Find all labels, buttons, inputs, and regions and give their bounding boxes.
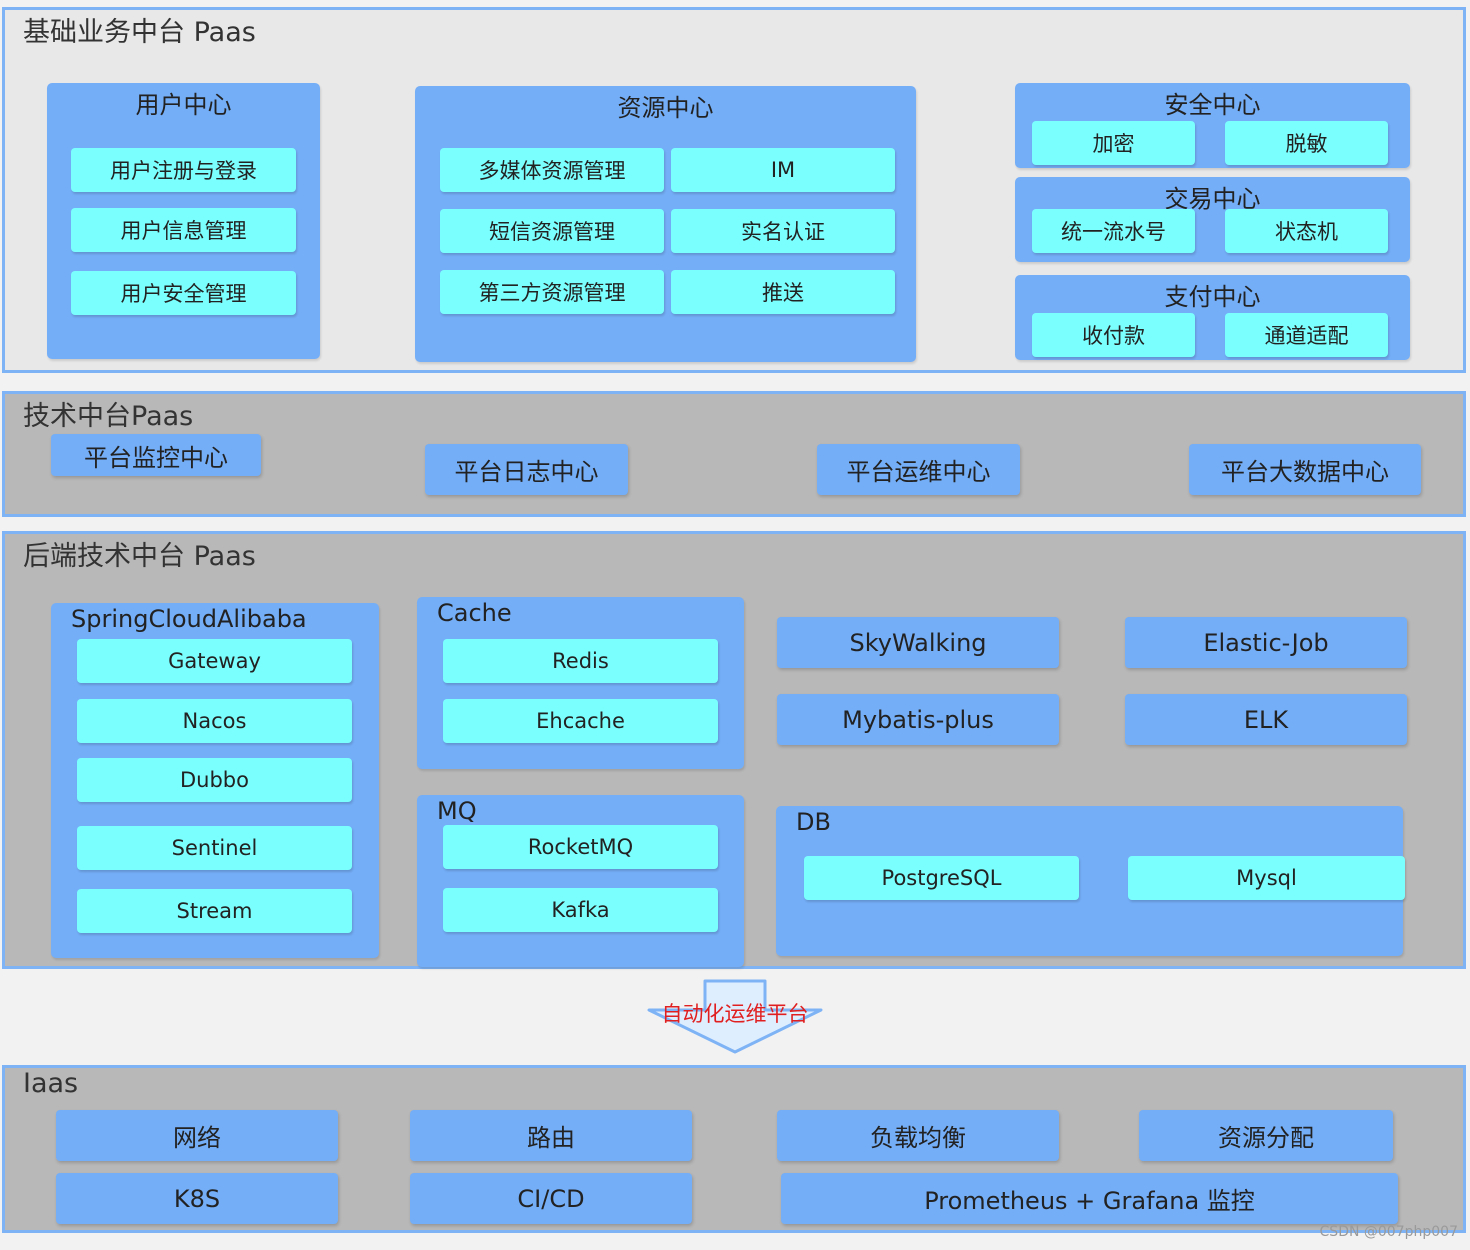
routing-item: 路由 — [410, 1110, 692, 1161]
payment-center-title: 支付中心 — [1164, 283, 1261, 311]
cache-title: Cache — [437, 599, 512, 627]
ehcache-item: Ehcache — [443, 699, 718, 743]
cicd-item: CI/CD — [410, 1173, 692, 1224]
state-machine: 状态机 — [1225, 209, 1388, 253]
stream-item: Stream — [77, 889, 352, 933]
platform-log-center: 平台日志中心 — [425, 444, 628, 495]
k8s-item: K8S — [56, 1173, 338, 1224]
db-title: DB — [796, 808, 831, 836]
im-item: IM — [671, 148, 895, 192]
unified-serial-number: 统一流水号 — [1032, 209, 1195, 253]
platform-monitoring-center: 平台监控中心 — [51, 434, 261, 476]
encryption-item: 加密 — [1032, 121, 1195, 165]
postgresql-item: PostgreSQL — [804, 856, 1079, 900]
third-party-resource-management: 第三方资源管理 — [440, 270, 664, 314]
security-center-group: 安全中心 加密 脱敏 — [1015, 83, 1410, 168]
rocketmq-item: RocketMQ — [443, 825, 718, 869]
sentinel-item: Sentinel — [77, 826, 352, 870]
iaas-layer: Iaas 网络 路由 负载均衡 资源分配 K8S CI/CD Prometheu… — [2, 1065, 1466, 1233]
mq-title: MQ — [437, 797, 477, 825]
multimedia-resource-management: 多媒体资源管理 — [440, 148, 664, 192]
resource-center-title: 资源中心 — [617, 94, 714, 122]
dubbo-item: Dubbo — [77, 758, 352, 802]
watermark: CSDN @007php007 — [1319, 1224, 1458, 1240]
iaas-title: Iaas — [23, 1068, 79, 1099]
user-center-title: 用户中心 — [135, 91, 232, 119]
receipt-payment: 收付款 — [1032, 313, 1195, 357]
tech-paas-layer: 技术中台Paas 平台监控中心 平台日志中心 平台运维中心 平台大数据中心 — [2, 391, 1466, 517]
kafka-item: Kafka — [443, 888, 718, 932]
sms-resource-management: 短信资源管理 — [440, 209, 664, 253]
gateway-item: Gateway — [77, 639, 352, 683]
backend-paas-layer: 后端技术中台 Paas SpringCloudAlibaba Gateway N… — [2, 531, 1466, 969]
user-info-management: 用户信息管理 — [71, 208, 296, 252]
mysql-item: Mysql — [1128, 856, 1405, 900]
mq-group: MQ RocketMQ Kafka — [417, 795, 744, 967]
load-balancing-item: 负载均衡 — [777, 1110, 1059, 1161]
tech-paas-title: 技术中台Paas — [23, 401, 194, 432]
payment-center-group: 支付中心 收付款 通道适配 — [1015, 275, 1410, 360]
skywalking-item: SkyWalking — [777, 617, 1059, 668]
desensitization-item: 脱敏 — [1225, 121, 1388, 165]
spring-cloud-alibaba-title: SpringCloudAlibaba — [71, 605, 307, 633]
platform-ops-center: 平台运维中心 — [817, 444, 1020, 495]
redis-item: Redis — [443, 639, 718, 683]
automated-ops-platform-label: 自动化运维平台 — [661, 1002, 809, 1026]
mybatis-plus-item: Mybatis-plus — [777, 694, 1059, 745]
resource-allocation-item: 资源分配 — [1139, 1110, 1393, 1161]
user-security-management: 用户安全管理 — [71, 271, 296, 315]
elk-item: ELK — [1125, 694, 1407, 745]
business-paas-title: 基础业务中台 Paas — [23, 17, 256, 48]
real-name-auth: 实名认证 — [671, 209, 895, 253]
spring-cloud-alibaba-group: SpringCloudAlibaba Gateway Nacos Dubbo S… — [51, 603, 379, 958]
nacos-item: Nacos — [77, 699, 352, 743]
down-arrow-icon — [647, 979, 823, 1054]
db-group: DB PostgreSQL Mysql — [776, 806, 1405, 956]
user-center-group: 用户中心 用户注册与登录 用户信息管理 用户安全管理 — [47, 83, 320, 359]
network-item: 网络 — [56, 1110, 338, 1161]
elastic-job-item: Elastic-Job — [1125, 617, 1407, 668]
trade-center-group: 交易中心 统一流水号 状态机 — [1015, 177, 1410, 262]
business-paas-layer: 基础业务中台 Paas 用户中心 用户注册与登录 用户信息管理 用户安全管理 资… — [2, 7, 1466, 373]
prometheus-grafana-item: Prometheus + Grafana 监控 — [781, 1173, 1398, 1224]
cache-group: Cache Redis Ehcache — [417, 597, 744, 769]
user-register-login: 用户注册与登录 — [71, 148, 296, 192]
channel-adaptation: 通道适配 — [1225, 313, 1388, 357]
security-center-title: 安全中心 — [1164, 91, 1261, 119]
push-item: 推送 — [671, 270, 895, 314]
resource-center-group: 资源中心 多媒体资源管理 IM 短信资源管理 实名认证 第三方资源管理 推送 — [415, 86, 916, 362]
backend-paas-title: 后端技术中台 Paas — [23, 541, 256, 572]
platform-bigdata-center: 平台大数据中心 — [1189, 444, 1421, 495]
trade-center-title: 交易中心 — [1164, 185, 1261, 213]
